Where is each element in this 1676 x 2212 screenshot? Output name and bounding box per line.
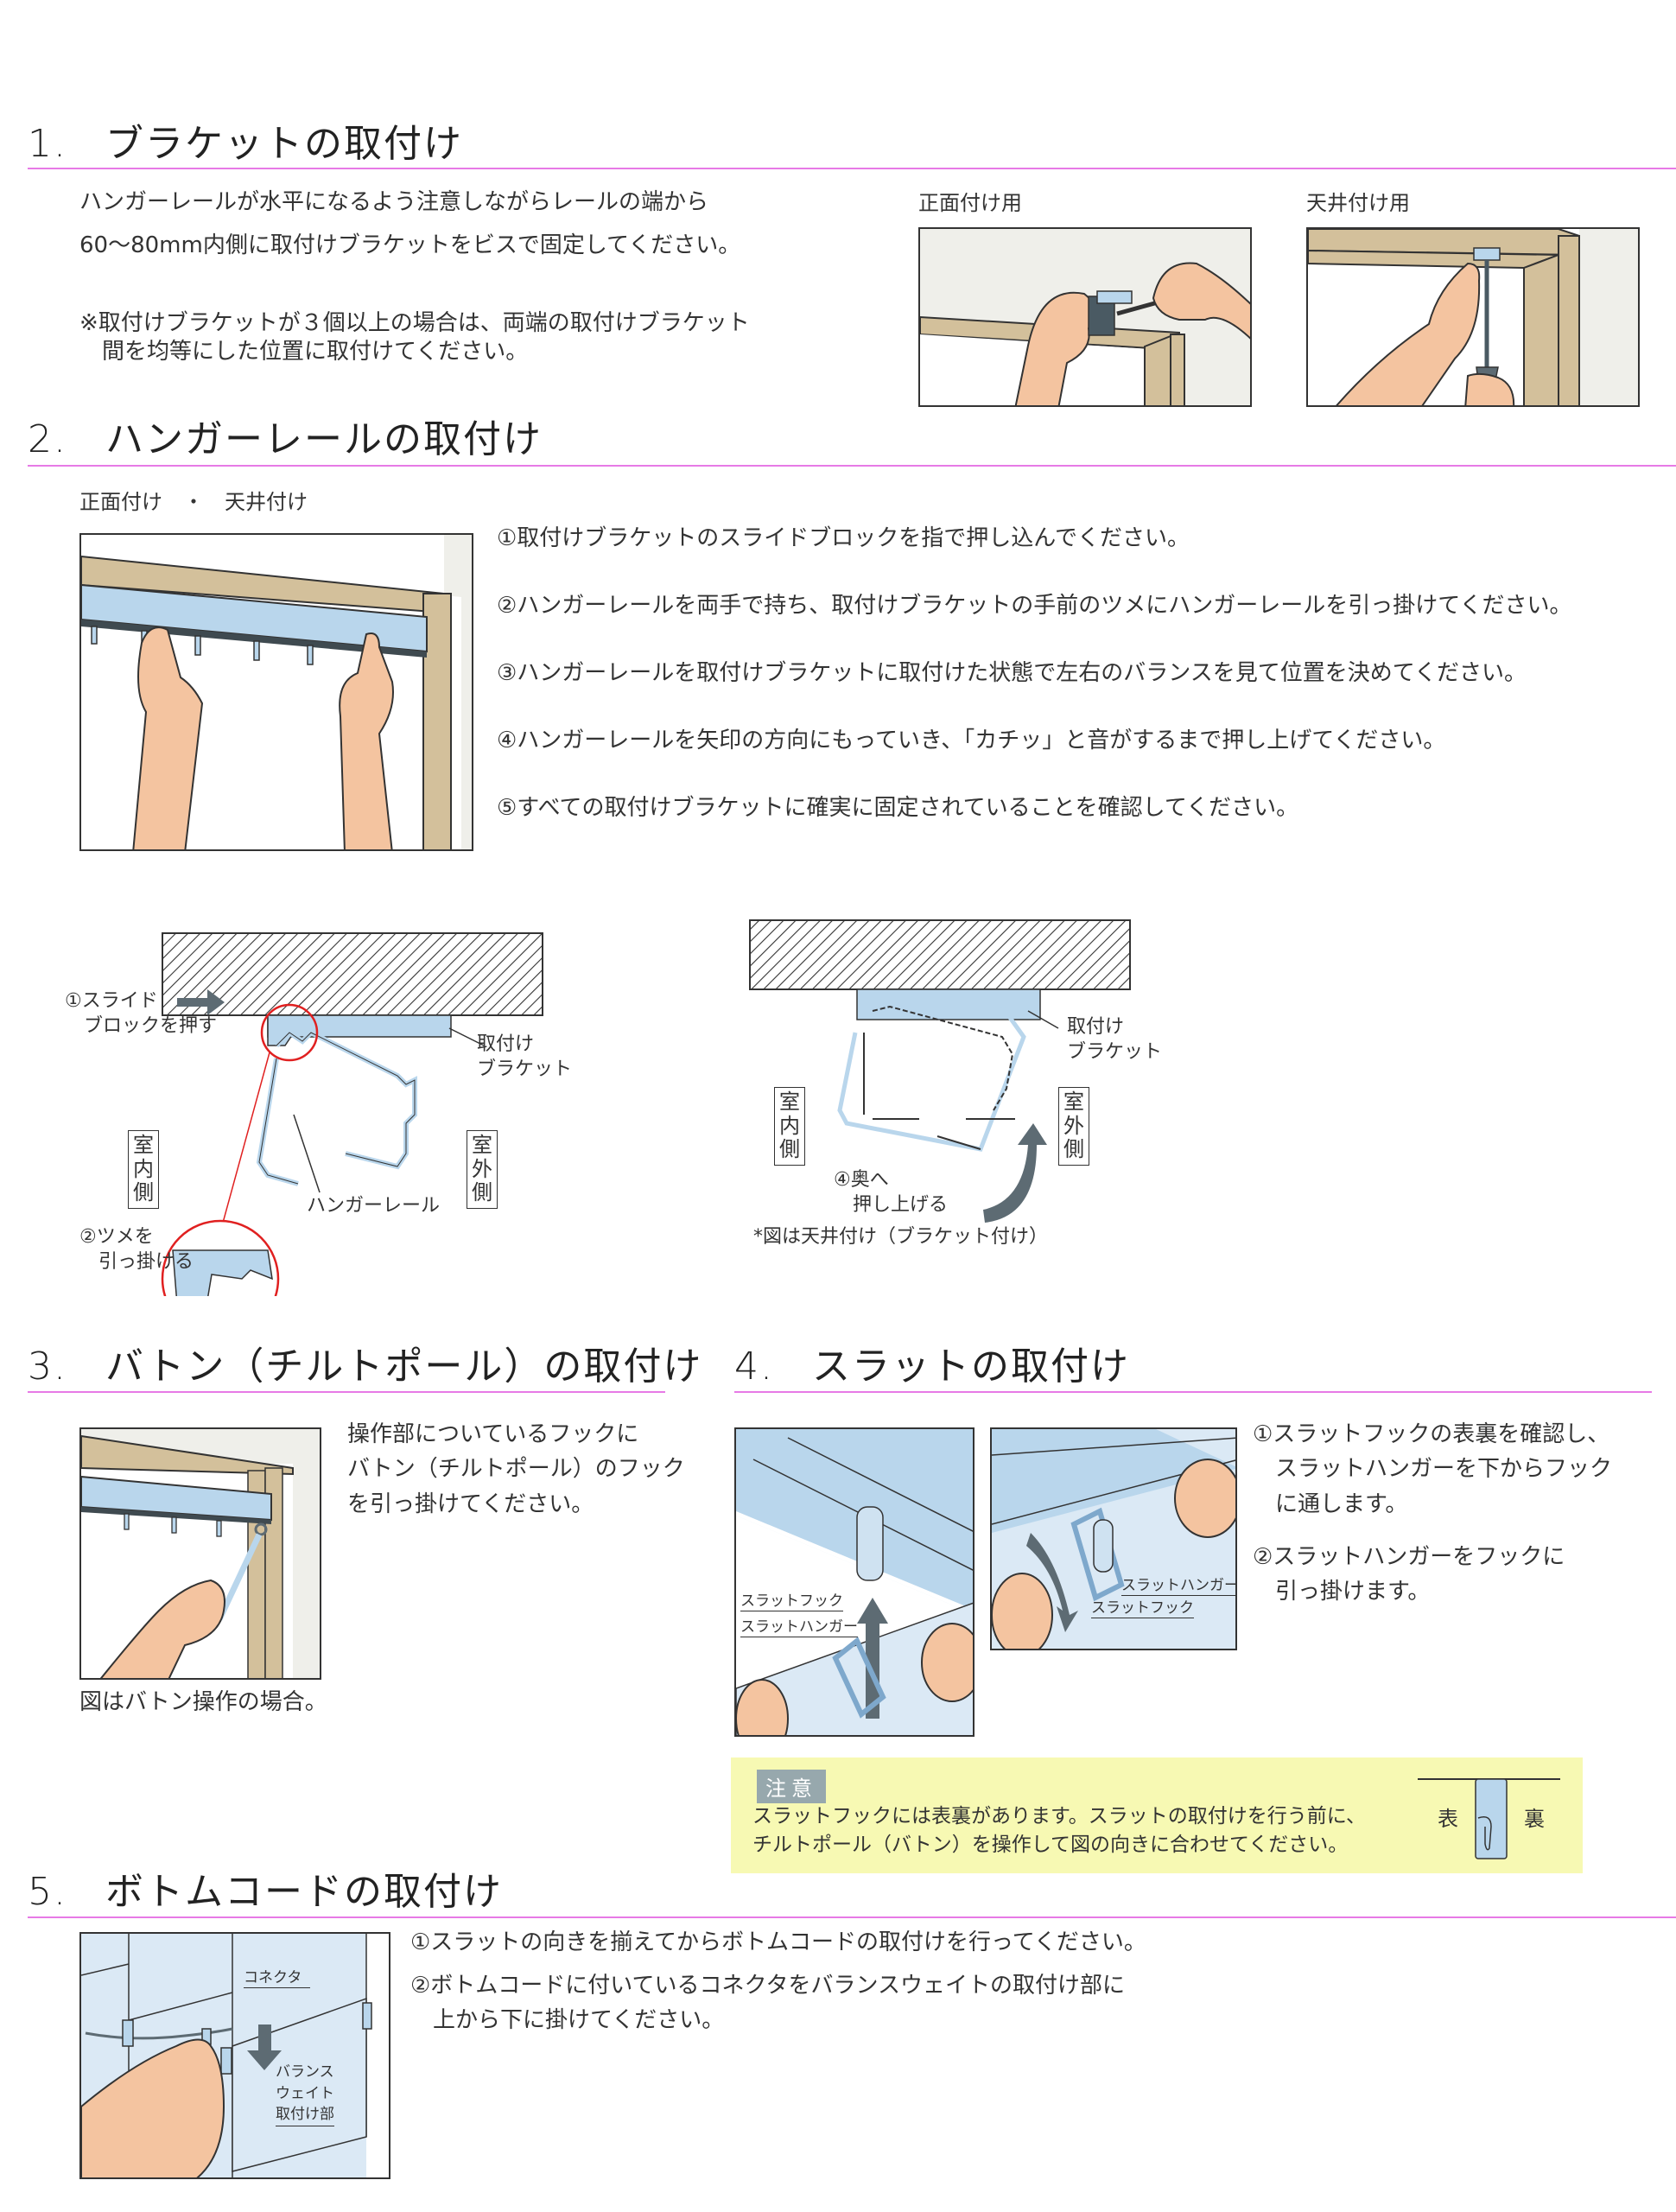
section-title: バトン（チルトポール）の取付け bbox=[105, 1344, 703, 1389]
claw-hook-label: ②ツメを 引っ掛ける bbox=[79, 1225, 194, 1274]
step-3: ③ハンガーレールを取付けブラケットに取付けた状態で左右のバランスを見て位置を決め… bbox=[497, 660, 1527, 686]
outdoor-side-label: 室外側 bbox=[1058, 1087, 1089, 1166]
heading-rule bbox=[734, 1391, 1652, 1393]
bracket-label: 取付け ブラケット bbox=[477, 1033, 572, 1082]
text-line: スラットフックには表裏があります。スラットの取付けを行う前に、 bbox=[752, 1805, 1367, 1827]
slat-hook-label: スラットフック bbox=[1091, 1599, 1194, 1619]
section-title: スラットの取付け bbox=[812, 1344, 1130, 1389]
mount-type-subtitle: 正面付け ・ 天井付け bbox=[79, 490, 308, 514]
bracket-label: 取付け ブラケット bbox=[1067, 1015, 1162, 1065]
slat-hook-orientation-icon bbox=[1418, 1778, 1560, 1859]
label-line: バランス bbox=[276, 2063, 334, 2081]
section-4-heading: 4.スラットの取付け bbox=[734, 1348, 1130, 1386]
caution-text: スラットフックには表裏があります。スラットの取付けを行う前に、 チルトポール（バ… bbox=[752, 1802, 1366, 1860]
step-4: ④ハンガーレールを矢印の方向にもっていき、「カチッ」と音がするまで押し上げてくだ… bbox=[497, 728, 1446, 753]
section-3-heading: 3.バトン（チルトポール）の取付け bbox=[28, 1348, 702, 1386]
baton-caption: 図はバトン操作の場合。 bbox=[79, 1689, 327, 1715]
indoor-side-label: 室内側 bbox=[128, 1130, 159, 1209]
figure-caption-ceiling: 天井付け用 bbox=[1306, 191, 1410, 215]
label-line: ②ツメを bbox=[79, 1226, 154, 1248]
screwdriver-ceiling-bracket-illustration bbox=[1306, 227, 1640, 407]
section-4-step-1: ①スラットフックの表裏を確認し、 スラットハンガーを下からフック に通します。 bbox=[1253, 1417, 1612, 1522]
label-line: 取付け部 bbox=[276, 2104, 334, 2126]
heading-rule bbox=[28, 465, 1676, 467]
cross-section-diagram-hooking: ①スライド ブロックを押す 取付け ブラケット 室内側 室外側 ハンガーレール … bbox=[0, 864, 605, 1296]
section-number: 3. bbox=[28, 1344, 67, 1389]
section-number: 5. bbox=[28, 1870, 67, 1914]
balance-weight-mount-label: バランス ウェイト 取付け部 bbox=[276, 2062, 334, 2126]
caution-box: 注意 スラットフックには表裏があります。スラットの取付けを行う前に、 チルトポー… bbox=[731, 1758, 1583, 1873]
section-title: ハンガーレールの取付け bbox=[105, 417, 543, 461]
section-1-paragraph: ハンガーレールが水平になるよう注意しながらレールの端から 60～80mm内側に取… bbox=[79, 185, 740, 264]
step-2: ②ハンガーレールを両手で持ち、取付けブラケットの手前のツメにハンガーレールを引っ… bbox=[497, 593, 1572, 619]
figure-caption-front: 正面付け用 bbox=[918, 191, 1022, 215]
text-line: に通します。 bbox=[1253, 1491, 1408, 1517]
label-line: ウェイト bbox=[276, 2084, 334, 2102]
section-4-step-2: ②スラットハンガーをフックに 引っ掛けます。 bbox=[1253, 1540, 1565, 1610]
outdoor-side-label: 室外側 bbox=[467, 1130, 498, 1209]
push-up-label: ④奥へ 押し上げる bbox=[834, 1168, 948, 1217]
label-line: ブロックを押す bbox=[65, 1014, 218, 1037]
heading-rule bbox=[28, 1391, 665, 1393]
label-line: ブラケット bbox=[1067, 1040, 1163, 1063]
section-title: ブラケットの取付け bbox=[105, 122, 463, 166]
section-5-heading: 5. ボトムコードの取付け bbox=[28, 1873, 503, 1911]
text-line: チルトポール（バトン）を操作して図の向きに合わせてください。 bbox=[752, 1834, 1349, 1857]
note-line: 間を均等にした位置に取付けてください。 bbox=[79, 338, 529, 365]
text-line: バトン（チルトポール）のフック bbox=[347, 1456, 685, 1483]
cross-section-diagram-push-up: 取付け ブラケット 室内側 室外側 ④奥へ 押し上げる *図は天井付け（ブラケッ… bbox=[691, 890, 1209, 1279]
label-line: ブラケット bbox=[477, 1058, 573, 1080]
slat-hook-insertion-illustration: スラットフック スラットハンガー bbox=[734, 1427, 974, 1737]
text-line: ②スラットハンガーをフックに bbox=[1253, 1544, 1565, 1570]
hanging-rail-with-both-hands-illustration bbox=[79, 533, 473, 851]
text-line: 引っ掛けます。 bbox=[1253, 1579, 1431, 1605]
diagram-footnote: *図は天井付け（ブラケット付け） bbox=[753, 1226, 1049, 1248]
label-line: 引っ掛ける bbox=[79, 1250, 194, 1273]
slat-hanger-label: スラットハンガー bbox=[740, 1618, 858, 1638]
caution-badge: 注意 bbox=[757, 1770, 826, 1803]
section-number: 1. bbox=[28, 122, 67, 166]
section-number: 4. bbox=[734, 1344, 774, 1389]
section-2-heading: 2.ハンガーレールの取付け bbox=[28, 421, 543, 459]
text-line: 操作部についているフックに bbox=[347, 1421, 639, 1447]
indoor-side-label: 室内側 bbox=[774, 1087, 805, 1166]
slide-block-label: ①スライド ブロックを押す bbox=[65, 989, 217, 1039]
slat-hanger-label: スラットハンガー bbox=[1121, 1576, 1235, 1597]
section-5-step-1: ①スラットの向きを揃えてからボトムコードの取付けを行ってください。 bbox=[410, 1925, 1146, 1961]
section-5-step-2: ②ボトムコードに付いているコネクタをバランスウェイトの取付け部に 上から下に掛け… bbox=[410, 1968, 1125, 2038]
section-3-text: 操作部についているフックに バトン（チルトポール）のフック を引っ掛けてください… bbox=[347, 1417, 685, 1522]
slat-hanger-hooking-illustration: スラットハンガー スラットフック bbox=[990, 1427, 1237, 1650]
slat-hook-label: スラットフック bbox=[740, 1592, 843, 1612]
label-line: ①スライド bbox=[65, 990, 158, 1012]
bottom-cord-connector-illustration: コネクタ バランス ウェイト 取付け部 bbox=[79, 1932, 390, 2179]
text-line: スラットハンガーを下からフック bbox=[1253, 1456, 1613, 1483]
label-line: 押し上げる bbox=[834, 1193, 949, 1216]
front-side-label: 表 bbox=[1438, 1807, 1458, 1831]
note-line: ※取付けブラケットが３個以上の場合は、両端の取付けブラケット bbox=[79, 310, 750, 336]
hands-fixing-bracket-front-illustration bbox=[918, 227, 1252, 407]
connector-label: コネクタ bbox=[244, 1968, 311, 1989]
step-5: ⑤すべての取付けブラケットに確実に固定されていることを確認してください。 bbox=[497, 795, 1299, 821]
baton-hooking-illustration bbox=[79, 1427, 321, 1680]
step-1: ①取付けブラケットのスライドブロックを指で押し込んでください。 bbox=[497, 525, 1190, 551]
section-number: 2. bbox=[28, 417, 67, 461]
section-1-heading: 1. ブラケットの取付け bbox=[28, 125, 463, 163]
label-line: 取付け bbox=[1067, 1016, 1125, 1038]
section-title: ボトムコードの取付け bbox=[105, 1870, 503, 1914]
text-line: を引っ掛けてください。 bbox=[347, 1491, 594, 1517]
heading-rule bbox=[28, 168, 1676, 169]
hanger-rail-label: ハンガーレール bbox=[307, 1195, 441, 1217]
heading-rule bbox=[28, 1916, 1676, 1918]
text-line: ②ボトムコードに付いているコネクタをバランスウェイトの取付け部に bbox=[410, 1973, 1125, 1999]
text-line: ①スラットの向きを揃えてからボトムコードの取付けを行ってください。 bbox=[410, 1929, 1146, 1955]
label-line: ④奥へ bbox=[834, 1169, 889, 1191]
back-side-label: 裏 bbox=[1524, 1807, 1545, 1831]
label-line: 取付け bbox=[477, 1033, 535, 1055]
para-line: 60～80mm内側に取付けブラケットをビスで固定してください。 bbox=[79, 232, 741, 258]
text-line: 上から下に掛けてください。 bbox=[410, 2007, 725, 2034]
para-line: ハンガーレールが水平になるよう注意しながらレールの端から bbox=[79, 189, 709, 215]
text-line: ①スラットフックの表裏を確認し、 bbox=[1253, 1421, 1610, 1447]
section-1-note: ※取付けブラケットが３個以上の場合は、両端の取付けブラケット 間を均等にした位置… bbox=[79, 309, 750, 365]
